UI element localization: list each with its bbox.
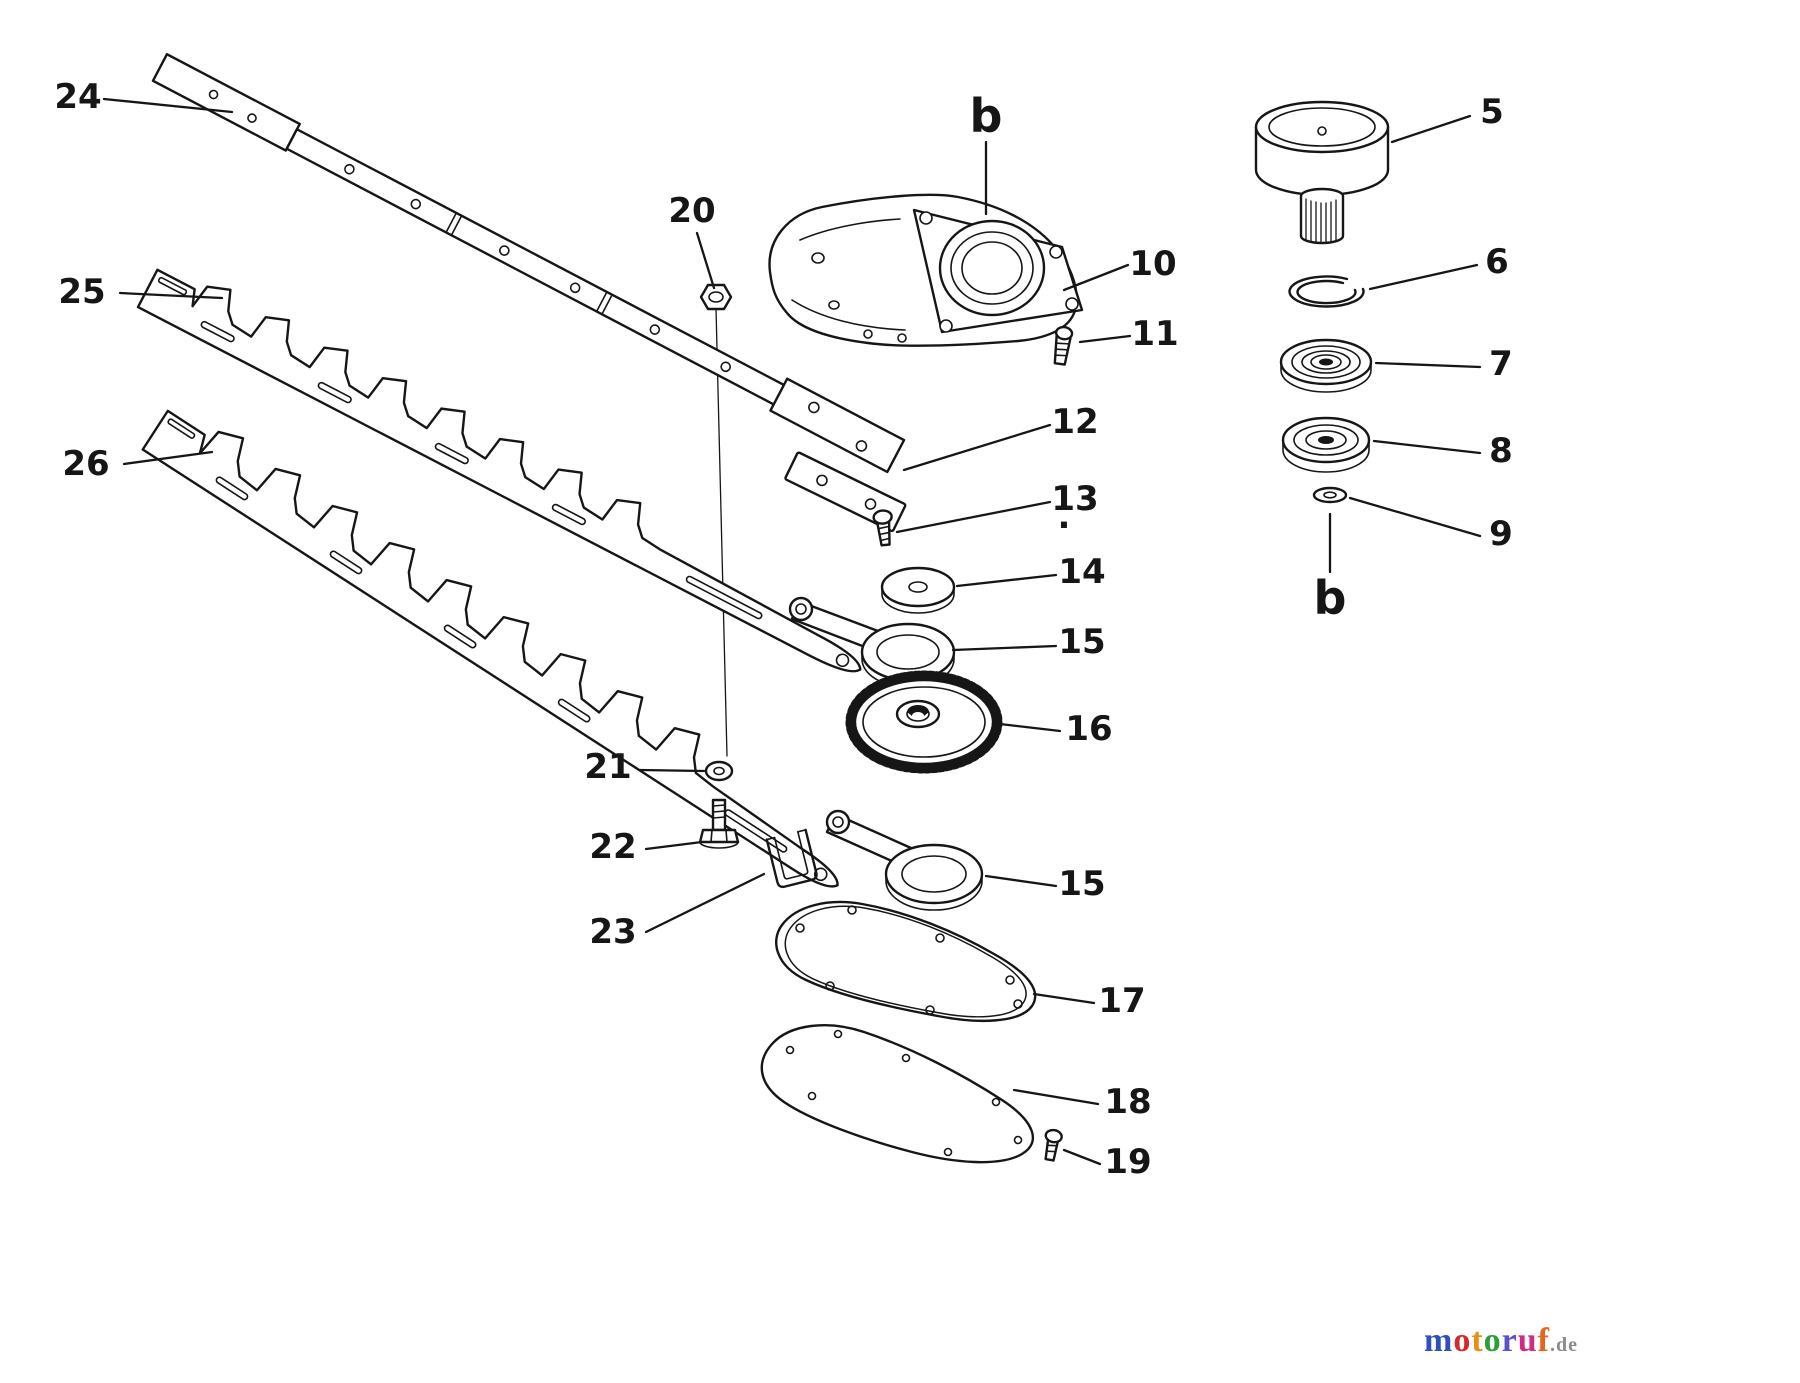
part-19-screw bbox=[1044, 1128, 1063, 1162]
callout-15b: 15 bbox=[1058, 864, 1105, 904]
part-5-clutch-drum bbox=[1254, 100, 1390, 245]
leader-13 bbox=[895, 500, 1052, 534]
leader-11 bbox=[1078, 334, 1132, 344]
callout-24: 24 bbox=[54, 77, 101, 117]
callout-9: 9 bbox=[1489, 514, 1513, 554]
part-11-screw bbox=[1053, 325, 1074, 366]
leader-19 bbox=[1062, 1148, 1102, 1166]
part-23-u-clip bbox=[765, 828, 818, 889]
callout-18: 18 bbox=[1104, 1082, 1151, 1122]
part-9-washer bbox=[1312, 486, 1348, 504]
watermark-letter: f bbox=[1537, 1322, 1550, 1359]
callout-dot: . bbox=[1058, 497, 1071, 537]
callout-10: 10 bbox=[1129, 244, 1176, 284]
part-25-cutter-blade bbox=[136, 268, 862, 673]
part-16-gear bbox=[845, 670, 1003, 774]
callout-12: 12 bbox=[1051, 402, 1098, 442]
callout-20: 20 bbox=[668, 191, 715, 231]
part-12-clamp-plate bbox=[784, 451, 907, 533]
callout-8: 8 bbox=[1489, 431, 1513, 471]
leader-8 bbox=[1372, 439, 1482, 455]
callout-6: 6 bbox=[1485, 242, 1509, 282]
leader-5 bbox=[1390, 114, 1472, 144]
leader-23 bbox=[644, 872, 766, 934]
leader-24 bbox=[102, 97, 234, 114]
leader-lines bbox=[102, 97, 1482, 1166]
callout-21: 21 bbox=[584, 747, 631, 787]
callout-19: 19 bbox=[1104, 1142, 1151, 1182]
part-10-gear-housing bbox=[768, 193, 1084, 347]
part-22-bolt bbox=[698, 798, 740, 849]
callout-17: 17 bbox=[1098, 981, 1145, 1021]
callout-15a: 15 bbox=[1058, 622, 1105, 662]
leader-17 bbox=[1032, 992, 1096, 1005]
leader-21 bbox=[638, 768, 706, 773]
callout-14: 14 bbox=[1058, 552, 1105, 592]
callout-13: 13 bbox=[1051, 479, 1098, 519]
leader-7 bbox=[1374, 361, 1482, 369]
part-26-cutter-blade bbox=[141, 409, 839, 888]
spline-shaft bbox=[1299, 187, 1345, 245]
part-7-bearing bbox=[1279, 338, 1373, 393]
leader-15b bbox=[984, 874, 1058, 888]
watermark-letter: u bbox=[1517, 1322, 1538, 1359]
leader-12 bbox=[902, 423, 1052, 472]
gear-hub bbox=[895, 699, 941, 729]
part-14-washer bbox=[880, 566, 956, 614]
leader-26 bbox=[122, 450, 214, 466]
leader-10 bbox=[1062, 263, 1130, 292]
watermark-letter: t bbox=[1471, 1322, 1484, 1359]
part-18-cover-plate bbox=[760, 1024, 1035, 1164]
watermark-suffix: .de bbox=[1550, 1334, 1578, 1356]
callout-5: 5 bbox=[1480, 92, 1504, 132]
watermark-letter: o bbox=[1483, 1322, 1502, 1359]
bearing-bore bbox=[938, 219, 1046, 317]
part-20-nut bbox=[699, 283, 733, 311]
part-17-gasket bbox=[775, 900, 1037, 1023]
callout-labels: 24 25 26 20 b 10 11 12 13 . 14 15 16 21 … bbox=[54, 77, 1513, 1182]
callout-22: 22 bbox=[589, 827, 636, 867]
leader-16 bbox=[998, 722, 1062, 733]
leader-15a bbox=[951, 644, 1058, 652]
part-13-screw bbox=[872, 509, 893, 547]
assembly-axis-line bbox=[715, 307, 728, 757]
leader-6 bbox=[1368, 263, 1479, 291]
callout-25: 25 bbox=[58, 272, 105, 312]
part-15-connecting-rod-lower bbox=[825, 809, 984, 911]
part-21-washer bbox=[704, 760, 734, 782]
callout-b-bottom: b bbox=[1314, 571, 1347, 625]
callout-b-top: b bbox=[970, 89, 1003, 143]
part-24-support-bar bbox=[151, 53, 906, 474]
callout-16: 16 bbox=[1065, 709, 1112, 749]
part-8-bearing bbox=[1281, 416, 1371, 473]
leader-9 bbox=[1348, 496, 1482, 538]
leader-20 bbox=[695, 231, 716, 290]
callout-7: 7 bbox=[1489, 344, 1513, 384]
watermark-letter: r bbox=[1501, 1322, 1518, 1359]
callout-11: 11 bbox=[1131, 314, 1178, 354]
callout-26: 26 bbox=[62, 444, 109, 484]
part-6-snap-ring bbox=[1288, 275, 1365, 308]
watermark-letter: o bbox=[1453, 1322, 1472, 1359]
leader-25 bbox=[118, 291, 224, 300]
watermark-letter: m bbox=[1424, 1322, 1454, 1359]
leader-14 bbox=[955, 573, 1058, 588]
leader-18 bbox=[1012, 1088, 1100, 1106]
leader-22 bbox=[644, 840, 704, 851]
bar-end-plate bbox=[769, 377, 906, 474]
callout-23: 23 bbox=[589, 912, 636, 952]
motoruf-watermark: motoruf.de bbox=[1424, 1322, 1578, 1360]
